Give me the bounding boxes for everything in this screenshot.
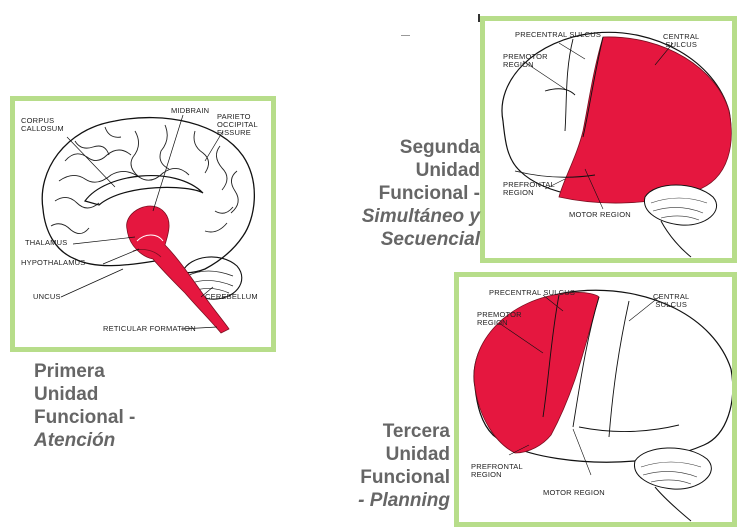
caption-line-italic: - Planning <box>300 489 450 512</box>
label-thalamus: THALAMUS <box>25 239 67 247</box>
label-corpus-callosum: CORPUS CALLOSUM <box>21 117 64 133</box>
posterior-cortex-highlight <box>559 37 731 203</box>
caption-line: Tercera <box>300 420 450 443</box>
caption-line-italic: Secuencial <box>300 228 480 251</box>
label-precentral-sulcus: PRECENTRAL SULCUS <box>489 289 575 297</box>
caption-line-italic: Atención <box>34 429 135 452</box>
label-premotor-region: PREMOTOR REGION <box>477 311 522 327</box>
label-parieto-occipital: PARIETO OCCIPITAL FISSURE <box>217 113 258 137</box>
caption-line: Primera <box>34 360 135 383</box>
label-prefrontal-region: PREFRONTAL REGION <box>503 181 555 197</box>
panel-planning-diagram: PRECENTRAL SULCUS CENTRAL SULCUS PREMOTO… <box>454 272 737 527</box>
caption-primera-unidad: Primera Unidad Funcional - Atención <box>34 360 135 452</box>
caption-line: Funcional - <box>34 406 135 429</box>
panel-attention-diagram: CORPUS CALLOSUM MIDBRAIN PARIETO OCCIPIT… <box>10 96 276 352</box>
decorative-dash <box>401 35 410 36</box>
label-premotor-region: PREMOTOR REGION <box>503 53 548 69</box>
caption-tercera-unidad: Tercera Unidad Funcional - Planning <box>300 420 450 512</box>
label-central-sulcus: CENTRAL SULCUS <box>653 293 689 309</box>
caption-line: Unidad <box>300 443 450 466</box>
label-midbrain: MIDBRAIN <box>171 107 209 115</box>
cerebellum-shape <box>644 185 716 225</box>
reticular-formation-highlight <box>127 206 229 333</box>
caption-segunda-unidad: Segunda Unidad Funcional - Simultáneo y … <box>300 136 480 251</box>
cerebellum-shape <box>634 448 711 489</box>
label-uncus: UNCUS <box>33 293 61 301</box>
panel-simultaneous-diagram: PRECENTRAL SULCUS CENTRAL SULCUS PREMOTO… <box>480 16 737 263</box>
caption-line: Funcional - <box>300 182 480 205</box>
label-hypothalamus: HYPOTHALAMUS <box>21 259 86 267</box>
label-central-sulcus: CENTRAL SULCUS <box>663 33 699 49</box>
caption-line: Unidad <box>34 383 135 406</box>
label-cerebellum: CEREBELLUM <box>205 293 258 301</box>
label-prefrontal-region: PREFRONTAL REGION <box>471 463 523 479</box>
caption-line: Unidad <box>300 159 480 182</box>
label-motor-region: MOTOR REGION <box>569 211 631 219</box>
caption-line-italic: Simultáneo y <box>300 205 480 228</box>
label-motor-region: MOTOR REGION <box>543 489 605 497</box>
label-precentral-sulcus: PRECENTRAL SULCUS <box>515 31 601 39</box>
brain-sagittal-illustration <box>15 101 271 347</box>
caption-line: Segunda <box>300 136 480 159</box>
caption-line: Funcional <box>300 466 450 489</box>
label-reticular-formation: RETICULAR FORMATION <box>103 325 196 333</box>
